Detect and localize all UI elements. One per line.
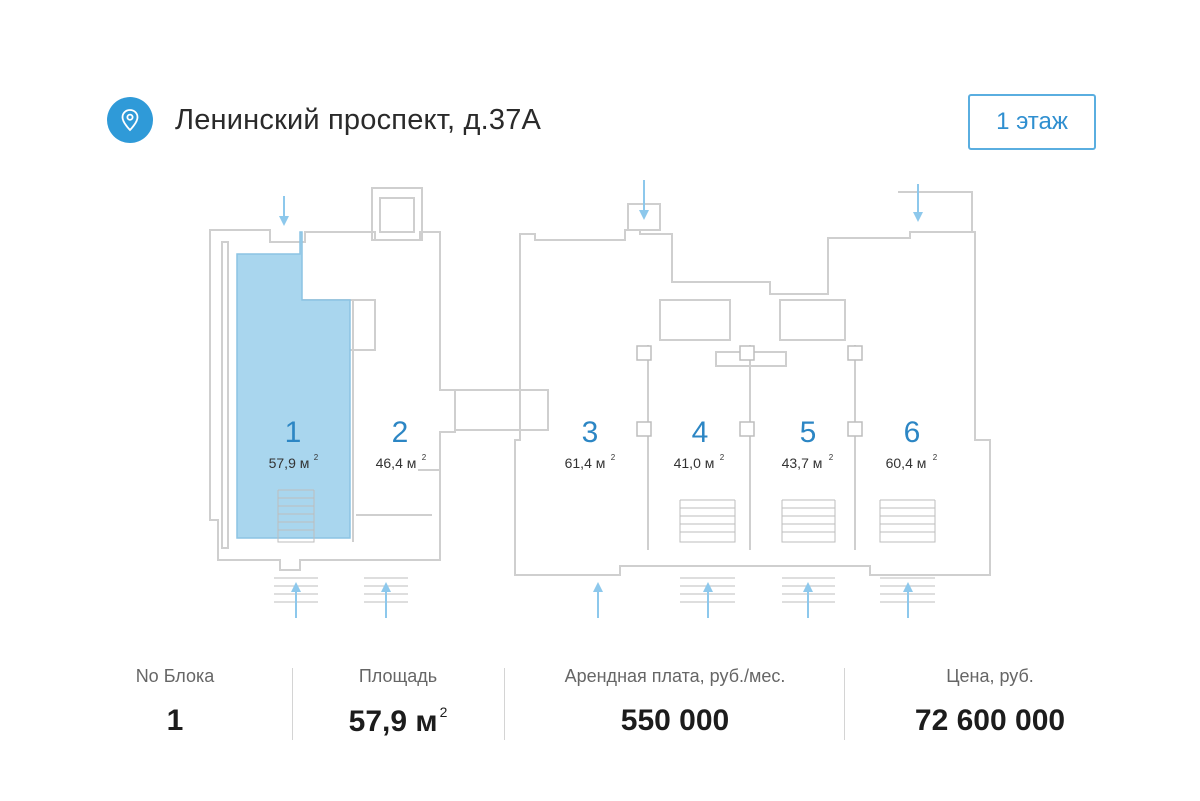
unit-number: 5 (800, 416, 817, 449)
address-title: Ленинский проспект, д.37А (175, 103, 542, 136)
price-value: 72 600 000 (914, 704, 1066, 737)
floor-plan: 1 57,9 м 2 2 46,4 м 2 3 61,4 м 2 4 41,0 … (209, 180, 991, 618)
unit-1-area-highlight[interactable] (236, 231, 351, 539)
rent-stat: Арендная плата, руб./мес. 550 000 (505, 662, 845, 742)
unit-area: 57,9 м (269, 455, 310, 471)
block-number-label: No Блока (135, 666, 215, 686)
unit-1-label[interactable]: 1 57,9 м 2 (269, 416, 319, 471)
price-stat: Цена, руб. 72 600 000 (845, 662, 1135, 742)
unit-area: 46,4 м (376, 455, 417, 471)
floor-selector-button[interactable]: 1 этаж (968, 94, 1096, 150)
unit-area-sup: 2 (314, 453, 319, 462)
unit-area-sup: 2 (829, 453, 834, 462)
block-number-value: 1 (166, 704, 184, 737)
unit-area: 43,7 м (782, 455, 823, 471)
area-value-text: 57,9 м (348, 705, 438, 738)
address-header: Ленинский проспект, д.37А (107, 94, 541, 146)
rent-value: 550 000 (620, 704, 730, 737)
price-label: Цена, руб. (946, 666, 1034, 686)
unit-area: 61,4 м (565, 455, 606, 471)
unit-3-label[interactable]: 3 61,4 м 2 (565, 416, 616, 471)
block-number-stat: No Блока 1 (80, 662, 270, 742)
unit-area-sup: 2 (720, 453, 725, 462)
unit-number: 3 (582, 416, 599, 449)
rent-label: Арендная плата, руб./мес. (564, 666, 786, 686)
unit-area-sup: 2 (422, 453, 427, 462)
unit-area-sup: 2 (611, 453, 616, 462)
unit-area: 41,0 м (674, 455, 715, 471)
unit-number: 1 (285, 416, 302, 449)
unit-2-label[interactable]: 2 46,4 м 2 (376, 416, 427, 471)
area-value-sup: 2 (439, 704, 448, 720)
unit-area-sup: 2 (933, 453, 938, 462)
divider (844, 668, 845, 740)
unit-number: 4 (692, 416, 709, 449)
unit-area: 60,4 м (886, 455, 927, 471)
unit-number: 6 (904, 416, 921, 449)
unit-6-label[interactable]: 6 60,4 м 2 (886, 416, 938, 471)
unit-4-label[interactable]: 4 41,0 м 2 (674, 416, 725, 471)
unit-number: 2 (392, 416, 409, 449)
unit-5-label[interactable]: 5 43,7 м 2 (782, 416, 834, 471)
area-label: Площадь (358, 666, 438, 686)
map-pin-icon (107, 97, 153, 143)
divider (292, 668, 293, 740)
divider (504, 668, 505, 740)
